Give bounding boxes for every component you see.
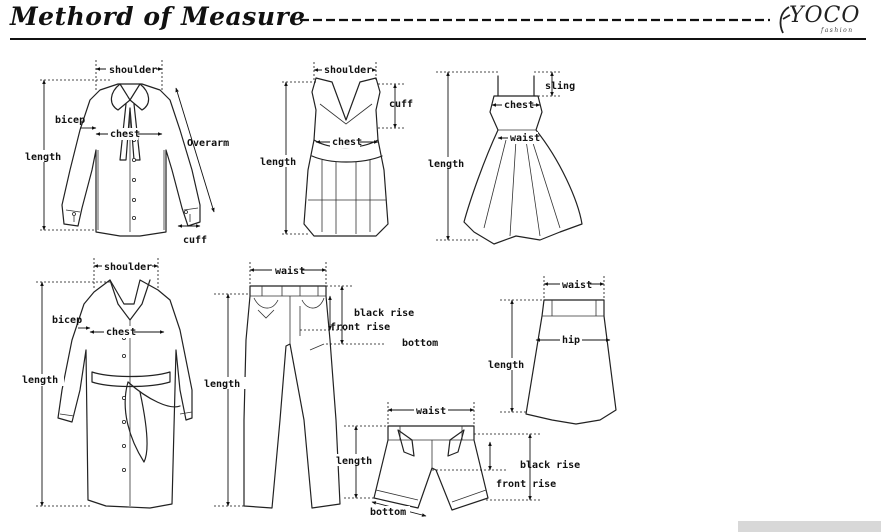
vest-cuff-label: cuff <box>389 99 413 110</box>
coat-chest-label: chest <box>106 327 136 338</box>
shorts-front-rise-label: front rise <box>496 478 556 490</box>
page-title: Methord of Measure <box>10 2 306 31</box>
shirt-cuff-label: cuff <box>183 235 207 246</box>
pants-measures: waist black rise front rise bottom lengt… <box>202 262 438 507</box>
coat-outline <box>57 279 193 509</box>
skirt-measures: waist hip length <box>486 276 611 413</box>
shorts-measures: waist length black rise front rise botto… <box>334 402 580 518</box>
coat-measures: shoulder chest bicep length <box>20 258 165 507</box>
pants-front-rise-label: front rise <box>330 321 390 333</box>
skirt-waist-label: waist <box>562 279 592 291</box>
page-header: Methord of Measure YOCO fashion <box>0 0 881 42</box>
shirt-overarm-label: Overarm <box>187 138 229 149</box>
pants-length-label: length <box>204 379 240 390</box>
corner-bar <box>738 521 881 532</box>
shirt-figure <box>61 83 201 237</box>
shirt-bicep-label: bicep <box>55 114 85 126</box>
skirt-hip-label: hip <box>562 334 580 346</box>
title-dash-line <box>300 10 770 22</box>
vest-outline <box>303 77 389 237</box>
coat-bicep-label: bicep <box>52 314 82 326</box>
pants-figure <box>243 285 341 509</box>
vest-measures: shoulder cuff chest length <box>258 62 413 235</box>
header-rule <box>10 38 866 40</box>
vest-chest-label: chest <box>332 137 362 148</box>
pants-black-rise-label: black rise <box>354 307 414 319</box>
vest-length-label: length <box>260 157 296 168</box>
dress-length-label: length <box>428 159 464 170</box>
shirt-length-label: length <box>25 152 61 163</box>
dress-chest-label: chest <box>504 100 534 111</box>
shirt-chest-label: chest <box>110 129 140 140</box>
shorts-black-rise-label: black rise <box>520 459 580 471</box>
brand-logo: YOCO fashion <box>775 3 875 37</box>
coat-figure <box>57 279 193 509</box>
dress-outline <box>463 95 583 245</box>
shorts-waist-label: waist <box>416 405 446 417</box>
dress-waist-label: waist <box>510 132 540 144</box>
coat-shoulder-label: shoulder <box>104 262 152 273</box>
pants-outline <box>243 285 341 509</box>
shorts-length-label: length <box>336 456 372 467</box>
pants-waist-label: waist <box>275 265 305 277</box>
coat-buttons <box>122 335 127 472</box>
skirt-length-label: length <box>488 360 524 371</box>
shirt-measures: shoulder chest bicep length Overarm cuff <box>22 60 229 246</box>
coat-length-label: length <box>22 375 58 386</box>
dress-sling-label: sling <box>545 80 575 92</box>
pants-bottom-label: bottom <box>402 338 438 349</box>
skirt-figure <box>525 299 617 425</box>
shirt-outline <box>61 83 201 237</box>
dress-figure <box>463 75 583 245</box>
shorts-bottom-label: bottom <box>370 507 406 518</box>
vest-shoulder-label: shoulder <box>324 65 372 76</box>
brand-name: YOCO <box>789 3 861 28</box>
shorts-outline <box>373 425 489 511</box>
shirt-shoulder-label: shoulder <box>109 65 157 76</box>
dress-measures: sling chest waist length <box>426 71 575 241</box>
brand-tagline: fashion <box>821 27 854 34</box>
vest-figure <box>303 77 389 237</box>
shorts-figure <box>373 425 489 511</box>
skirt-outline <box>525 299 617 425</box>
